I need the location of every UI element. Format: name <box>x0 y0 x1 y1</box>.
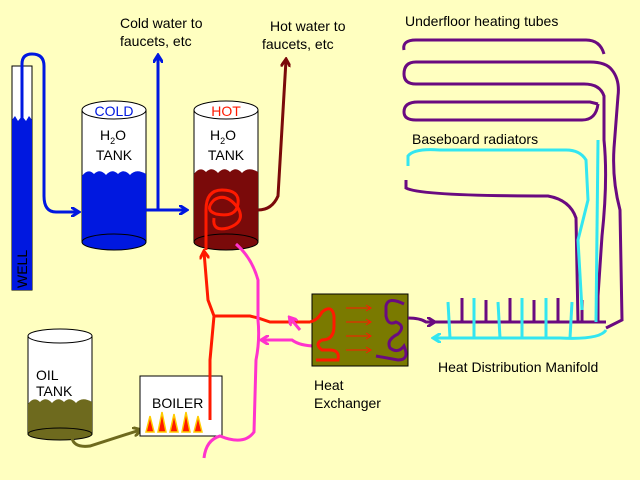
heat-exchanger <box>309 293 409 367</box>
flame-icon <box>145 411 203 433</box>
oil-tank: OIL TANK <box>27 328 93 441</box>
hot-to-faucets-pipe <box>257 60 286 212</box>
cold-tank-label: TANK <box>96 147 133 163</box>
manifold-label: Heat Distribution Manifold <box>438 359 598 375</box>
oil-tank-label-2: TANK <box>36 383 73 399</box>
oil-tank-label-1: OIL <box>36 367 59 383</box>
heat-exchanger-label-1: Heat <box>314 377 344 393</box>
hot-tank-coil <box>204 188 242 250</box>
underfloor-heating-tubes-loop <box>402 38 606 55</box>
boiler-supply-pipe <box>208 314 310 420</box>
hot-tank-title: HOT <box>211 103 241 119</box>
exchanger-red-coil <box>309 307 340 362</box>
underfloor-heating-tubes-top <box>402 100 600 122</box>
heat-transfer-arrows <box>346 304 372 354</box>
underfloor-return-cyan <box>594 139 600 323</box>
exchanger-return-pipe <box>262 340 317 348</box>
baseboard-radiator-return-2 <box>406 186 578 310</box>
hot-water-tank: HOT H2O TANK <box>193 100 259 251</box>
baseboard-radiator-supply <box>404 180 580 323</box>
underfloor-label: Underfloor heating tubes <box>405 13 558 29</box>
boiler-to-hot-tank-pipe <box>204 252 216 317</box>
boiler-label: BOILER <box>152 395 203 411</box>
exchanger-return-arrow <box>290 318 302 331</box>
return-pipe <box>202 242 261 459</box>
well-to-cold-pipe <box>20 52 78 212</box>
hot-water-label-2: faucets, etc <box>262 36 334 52</box>
heat-distribution-manifold <box>432 298 608 339</box>
manifold-return-bar <box>434 329 608 338</box>
well-label: WELL <box>14 250 30 288</box>
hot-water-label-1: Hot water to <box>270 18 346 34</box>
oil-to-boiler-pipe <box>70 430 140 448</box>
baseboard-label: Baseboard radiators <box>412 131 538 147</box>
baseboard-radiator-return <box>406 148 590 311</box>
cold-to-faucets-pipe <box>152 56 158 212</box>
cold-water-tank: COLD H2O TANK <box>81 100 147 251</box>
baseboard-supply-pipe <box>432 300 584 322</box>
cold-tank-title: COLD <box>95 103 134 119</box>
boiler: BOILER <box>139 375 223 437</box>
heat-exchanger-label-2: Exchanger <box>314 395 381 411</box>
cold-water-label-2: faucets, etc <box>120 33 192 49</box>
hot-tank-label: TANK <box>208 147 245 163</box>
underfloor-heating-tubes <box>402 60 624 330</box>
exchanger-purple-coil <box>375 299 408 362</box>
cold-water-label-1: Cold water to <box>120 15 203 31</box>
exchanger-to-manifold-pipe <box>407 316 434 322</box>
hot-tank-h2o: H2O <box>210 127 236 146</box>
underfloor-heating-tubes-upper <box>404 30 612 70</box>
manifold-risers-cyan <box>446 298 574 339</box>
cold-tank-h2o: H2O <box>100 127 126 146</box>
well: WELL <box>11 65 33 291</box>
